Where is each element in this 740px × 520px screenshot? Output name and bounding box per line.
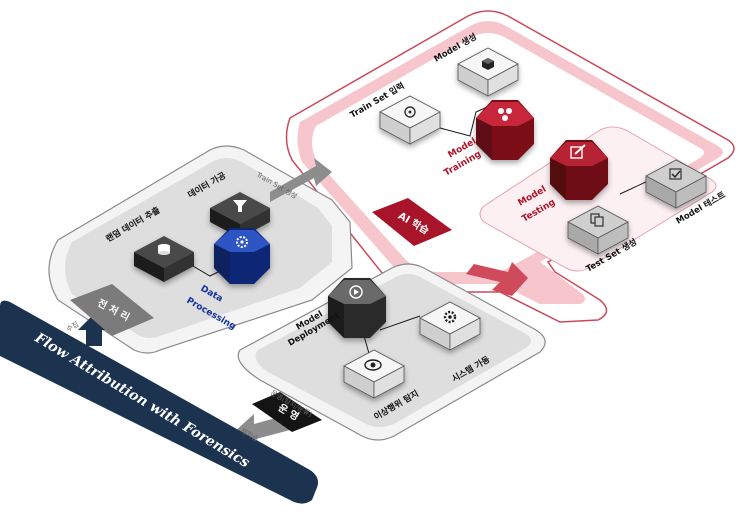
preprocess-badge: 전 처 리 bbox=[70, 284, 154, 336]
model-testing-block bbox=[550, 140, 608, 200]
flow-arrows bbox=[78, 158, 528, 450]
gear-icon bbox=[443, 310, 457, 324]
ai-to-ops-arrow bbox=[466, 262, 528, 296]
log-extract-cube bbox=[134, 236, 194, 282]
train-set-input-cube bbox=[379, 95, 441, 145]
system-apply-cube bbox=[419, 301, 481, 351]
operation-badge: 운 영 bbox=[252, 392, 322, 432]
data-process-cube bbox=[210, 192, 270, 238]
gears-icon bbox=[236, 236, 248, 248]
copy-icon bbox=[590, 213, 604, 227]
check-icon bbox=[669, 168, 682, 180]
preprocess-panel-inner bbox=[65, 158, 332, 338]
train-set-arrow bbox=[270, 158, 332, 202]
model-gen-cube bbox=[457, 47, 519, 97]
model-deployment-block bbox=[328, 278, 386, 338]
ai-panel-outline bbox=[285, 10, 735, 323]
network-icon bbox=[498, 108, 512, 121]
eye-icon bbox=[364, 359, 382, 371]
pencil-icon bbox=[570, 144, 586, 159]
test-set-gen-cube bbox=[567, 205, 629, 255]
anomaly-detect-cube bbox=[343, 349, 405, 399]
cube-icon bbox=[482, 58, 494, 70]
ai-learning-badge: AI 학습 bbox=[372, 198, 452, 246]
model-training-block bbox=[476, 100, 534, 160]
database-icon bbox=[158, 244, 170, 255]
ai-test-subpanel bbox=[479, 126, 717, 272]
model-test-cube bbox=[645, 159, 707, 209]
connector-ops-right bbox=[379, 315, 421, 331]
data-processing-block bbox=[214, 228, 270, 284]
collect-label: 수집 bbox=[65, 319, 81, 333]
puzzle-icon bbox=[404, 106, 416, 118]
connector-test-right bbox=[619, 179, 651, 195]
filter-icon bbox=[233, 200, 247, 212]
play-icon bbox=[349, 285, 363, 299]
